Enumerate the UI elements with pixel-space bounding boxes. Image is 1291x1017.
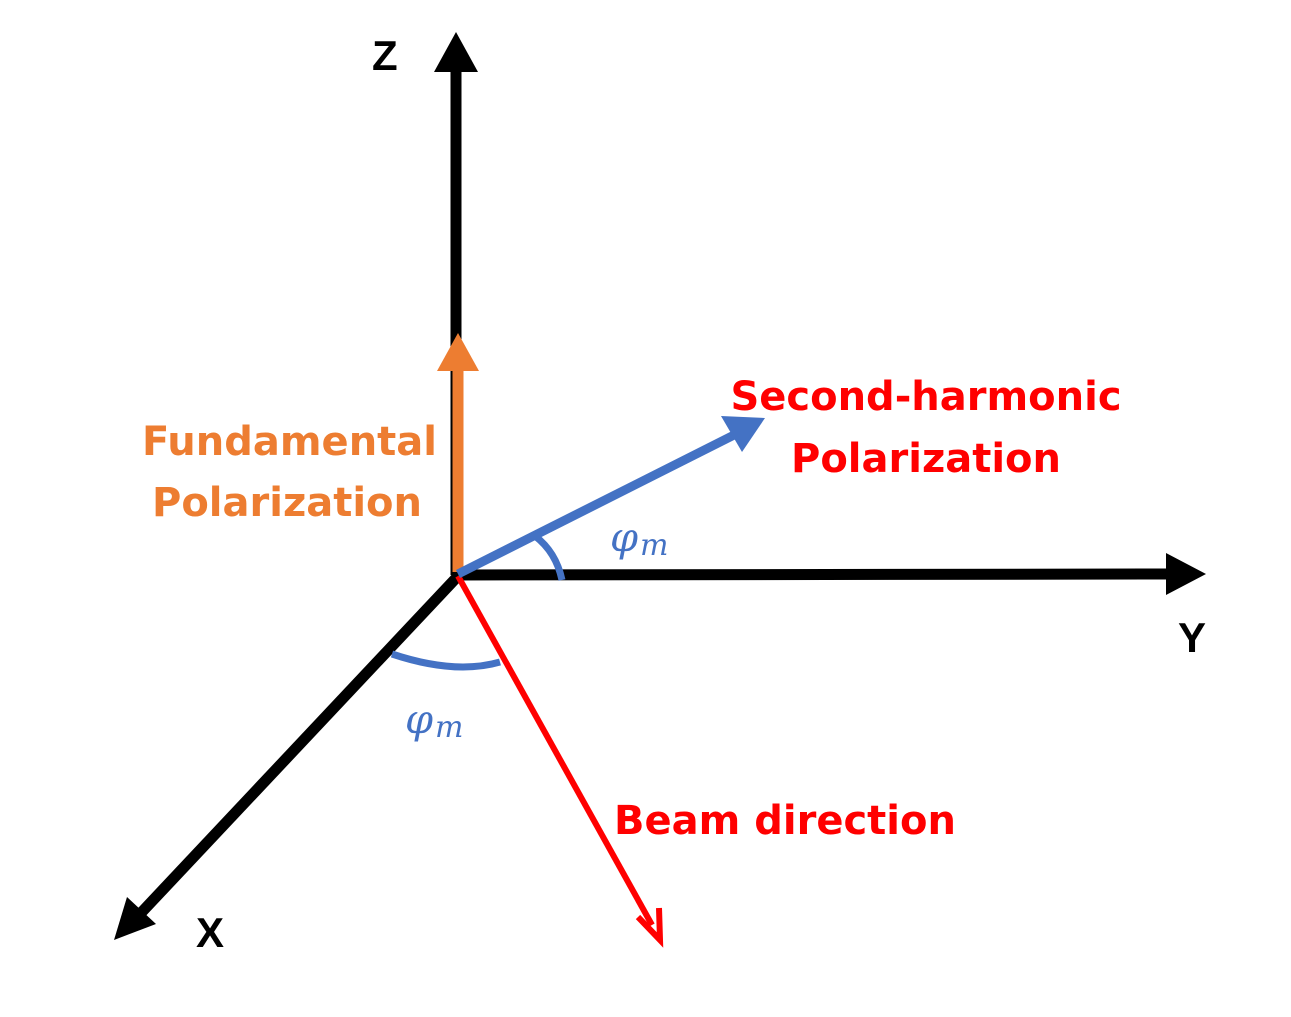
y-axis-line — [455, 568, 1173, 581]
fundamental-label-line2: Polarization — [152, 480, 422, 526]
second-harmonic-label-line1: Second-harmonic — [730, 374, 1121, 420]
beam-vector-arrowhead — [635, 907, 664, 948]
second-harmonic-polarization-vector — [455, 416, 765, 579]
second-harmonic-label-line2: Polarization — [791, 436, 1061, 482]
fundamental-label-line1: Fundamental — [142, 419, 437, 465]
angle-symbol-lower: φ — [405, 697, 433, 743]
y-axis-label: Y — [1178, 614, 1206, 661]
second-harmonic-vector-arrowhead — [721, 416, 765, 452]
z-axis-arrowhead — [434, 32, 478, 72]
beam-direction-vector — [455, 574, 664, 948]
angle-label-upper: φm — [610, 515, 668, 563]
angle-label-lower: φm — [405, 697, 463, 745]
fundamental-vector-arrowhead — [437, 333, 479, 371]
fundamental-polarization-vector — [437, 333, 479, 572]
angle-symbol-upper: φ — [610, 515, 638, 561]
angle-subscript-upper: m — [640, 528, 668, 563]
beam-direction-label: Beam direction — [614, 798, 956, 844]
angle-subscript-lower: m — [435, 710, 463, 745]
y-axis-arrowhead — [1166, 553, 1206, 595]
angle-arc-lower — [390, 650, 501, 671]
y-axis: Y — [455, 553, 1206, 661]
x-axis-arrowhead — [114, 897, 156, 940]
z-axis-label: Z — [372, 32, 398, 79]
beam-vector-line — [455, 574, 655, 927]
second-harmonic-vector-line — [455, 428, 741, 579]
angle-arc-upper — [532, 533, 566, 581]
x-axis-line — [135, 572, 463, 918]
x-axis: X — [114, 572, 463, 956]
x-axis-label: X — [196, 909, 224, 956]
